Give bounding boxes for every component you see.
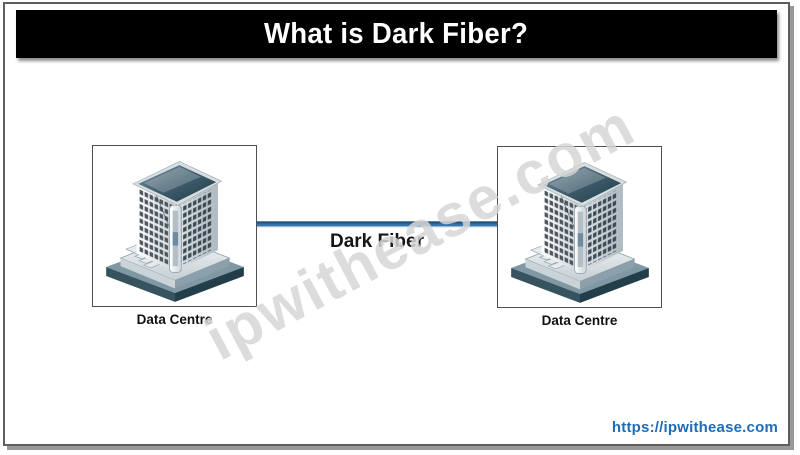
- slide-frame: What is Dark Fiber? Dark Fiber Data Cent…: [3, 2, 790, 446]
- title-bar: What is Dark Fiber?: [16, 10, 777, 58]
- page-title: What is Dark Fiber?: [264, 17, 529, 50]
- data-centre-left-label: Data Centre: [136, 312, 213, 327]
- footer-link[interactable]: https://ipwithease.com: [611, 419, 778, 436]
- data-centre-left-box: [92, 145, 257, 307]
- office-building-icon: [105, 161, 244, 302]
- data-centre-right-label: Data Centre: [541, 313, 618, 328]
- dark-fiber-line: [257, 221, 497, 228]
- dark-fiber-label: Dark Fiber: [330, 231, 424, 252]
- data-centre-right-box: [497, 146, 662, 308]
- office-building-icon: [510, 162, 649, 303]
